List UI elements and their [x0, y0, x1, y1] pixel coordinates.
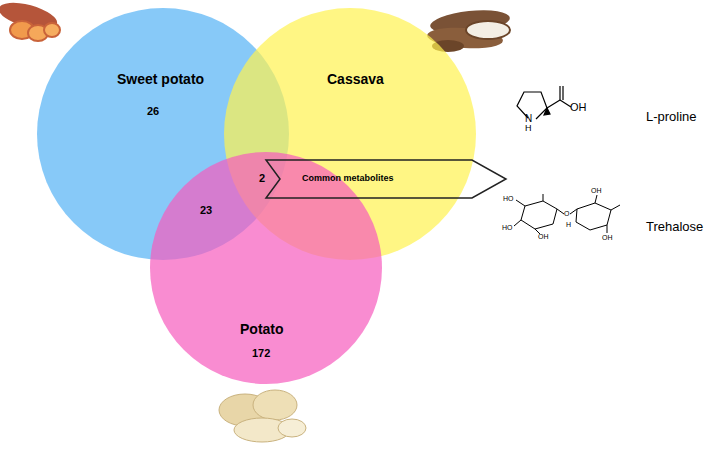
- region-count: 23: [200, 205, 212, 216]
- atom-label: H: [566, 221, 571, 228]
- atom-label: OH: [591, 187, 602, 194]
- node-title: Potato: [240, 322, 284, 336]
- block-arrow-shape: [266, 160, 506, 198]
- node-title: Sweet potato: [117, 72, 204, 86]
- atom-label: HO: [503, 195, 514, 202]
- sweet-potato-image: [0, 0, 60, 41]
- region-count: 26: [147, 106, 159, 117]
- compound-name: L-proline: [646, 110, 697, 123]
- atom-label: OH: [538, 233, 549, 240]
- atom-label: H: [525, 124, 532, 133]
- compound-name: Trehalose: [646, 220, 703, 233]
- node-title: Cassava: [327, 72, 384, 86]
- atom-label: OH: [570, 102, 587, 113]
- node-title: Common metabolites: [302, 174, 394, 183]
- potato-circle-shape: [150, 152, 382, 384]
- atom-label: HO: [502, 224, 513, 231]
- potato-image: [219, 390, 306, 442]
- atom-label: O: [564, 210, 569, 217]
- region-count: 172: [252, 348, 270, 359]
- atom-label: N: [525, 114, 532, 124]
- atom-label: OH: [602, 234, 613, 241]
- trehalose-structure: [514, 194, 620, 234]
- region-count: 2: [259, 173, 265, 184]
